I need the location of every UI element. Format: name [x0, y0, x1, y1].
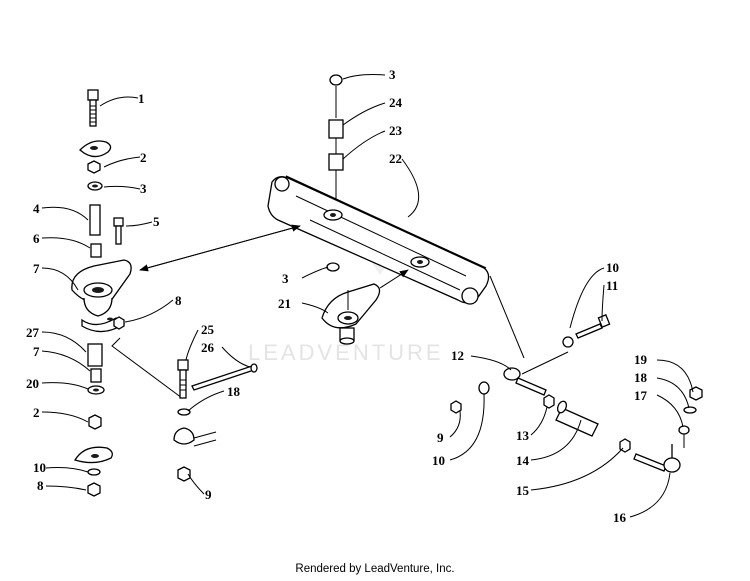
callout-8b: 8	[37, 478, 44, 493]
leader-lines	[41, 74, 694, 518]
bolt-25-group	[173, 359, 258, 482]
callout-3: 3	[140, 181, 147, 196]
callout-5: 5	[153, 214, 160, 229]
callout-10-right: 10	[432, 453, 445, 468]
callout-21: 21	[278, 296, 291, 311]
callout-3-top: 3	[389, 67, 396, 82]
callout-7b: 7	[33, 344, 40, 359]
callout-3-mid: 3	[282, 271, 289, 286]
spacer-7-top-part	[90, 243, 102, 258]
callout-13: 13	[516, 428, 530, 443]
spacer-4-part	[89, 204, 101, 236]
callout-2b: 2	[33, 405, 40, 420]
callout-20: 20	[26, 376, 39, 391]
spacer-27-part	[87, 343, 103, 367]
callout-10-top: 10	[606, 260, 619, 275]
washer-10-left-part	[87, 468, 101, 476]
callout-26: 26	[201, 340, 215, 355]
callout-9-right: 9	[437, 430, 444, 445]
axle-bar-assembly	[139, 74, 525, 359]
nut-2-lower-part	[88, 414, 102, 430]
callout-1: 1	[138, 91, 145, 106]
nut-8-part	[113, 316, 125, 330]
callout-8: 8	[175, 293, 182, 308]
callout-9: 9	[205, 487, 212, 502]
callout-15: 15	[516, 483, 530, 498]
callout-27: 27	[26, 325, 40, 340]
bolt-1-part	[87, 89, 99, 127]
callout-22: 22	[389, 151, 402, 166]
callout-19: 19	[634, 352, 648, 367]
nut-8-lower-part	[87, 482, 101, 497]
callout-18-right: 18	[634, 370, 648, 385]
callout-7: 6	[33, 231, 40, 246]
callout-2: 2	[140, 150, 147, 165]
callout-12: 12	[451, 348, 464, 363]
callout-labels: 1 2 3 4 5 6 7 8 27 7 20 2 10 8 25 26 18 …	[26, 67, 648, 525]
callout-14: 14	[516, 453, 530, 468]
callout-6: 7	[33, 261, 40, 276]
left-mount-assembly	[71, 89, 183, 497]
nut-2-part	[87, 160, 101, 174]
callout-24: 24	[389, 95, 403, 110]
callout-18: 18	[227, 384, 241, 399]
callout-16: 16	[613, 510, 627, 525]
callout-17: 17	[634, 388, 648, 403]
bolt-5-part	[113, 217, 124, 245]
callout-4: 4	[33, 201, 40, 216]
spacer-7-bottom-part	[90, 368, 102, 383]
callout-11: 11	[606, 278, 618, 293]
footer-credit: Rendered by LeadVenture, Inc.	[295, 563, 455, 575]
callout-10: 10	[33, 460, 46, 475]
tie-rod-assembly	[450, 314, 703, 473]
callout-23: 23	[389, 123, 403, 138]
callout-25: 25	[201, 322, 215, 337]
